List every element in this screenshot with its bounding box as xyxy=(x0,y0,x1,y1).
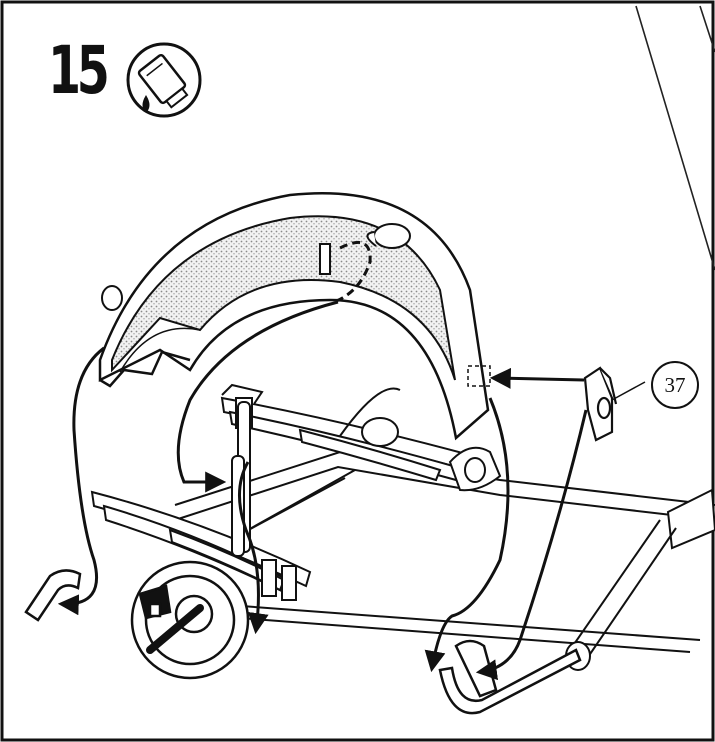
brake-pipe xyxy=(339,387,401,437)
body-panel-lines xyxy=(635,5,715,271)
panhard-rod xyxy=(565,488,715,671)
assembly-arrows xyxy=(57,300,588,681)
fender-details xyxy=(101,223,411,311)
part-callout-37: 37 xyxy=(664,372,686,397)
step-number: 15 xyxy=(48,32,110,109)
leaf-spring-upper xyxy=(220,383,472,482)
glue-tube-icon xyxy=(126,42,202,118)
bracket-37 xyxy=(583,366,618,442)
callout-leader xyxy=(611,381,646,401)
wheel xyxy=(130,560,250,680)
callout-circle xyxy=(651,361,699,409)
mount-markers xyxy=(333,240,372,304)
hook-part xyxy=(24,569,82,622)
axle-assembly xyxy=(361,417,502,492)
stay-bar xyxy=(438,639,582,715)
